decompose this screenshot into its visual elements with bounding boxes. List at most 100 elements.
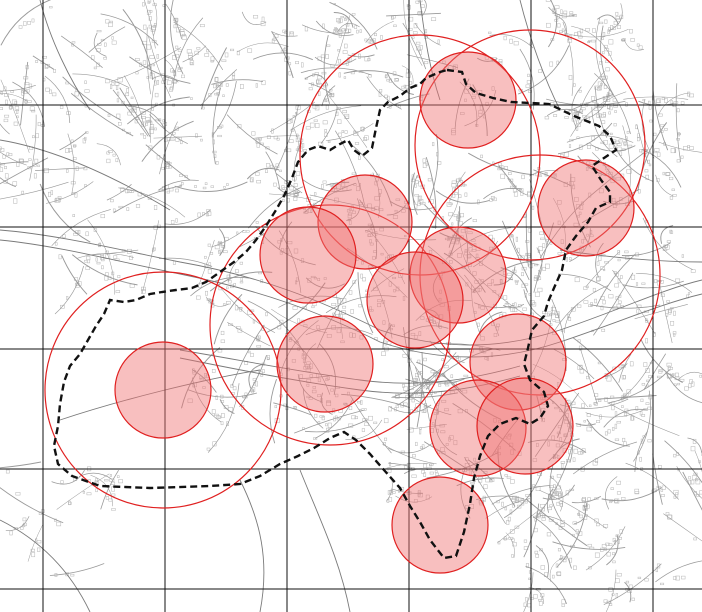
building [696,493,700,497]
building [116,475,120,478]
building [358,53,361,59]
building [608,171,613,177]
building [226,301,231,305]
building [514,279,519,283]
building [170,68,174,73]
building [146,120,150,123]
street-segment [0,157,49,185]
building [480,306,485,310]
building [471,239,476,242]
building [8,153,13,157]
building [395,404,399,408]
building [673,453,677,458]
street-segment [343,70,404,78]
building [440,430,446,434]
street-segment [548,6,576,17]
building [205,290,208,296]
building [194,185,197,188]
building [430,199,434,204]
building [485,101,489,106]
building [525,240,530,243]
building [684,386,689,391]
street-segment [0,487,64,524]
street-segment [625,462,679,500]
building [451,182,457,188]
street-segment [497,448,516,507]
street-segment [152,0,158,36]
building [146,76,150,79]
building [301,62,304,68]
building [492,237,495,242]
building [348,212,353,216]
building [631,597,635,601]
building [616,421,621,424]
building [568,144,572,148]
major-road [419,0,441,101]
street-segment [325,295,397,314]
building [388,281,392,287]
building [597,399,602,402]
street-segment [0,177,16,188]
major-road [299,469,351,612]
building [31,552,36,558]
building [493,418,497,423]
building [368,415,373,421]
street-segment [56,473,110,510]
building [78,229,81,234]
building [219,242,223,245]
building [600,113,606,118]
building [383,418,389,424]
building [247,48,253,53]
street-segment [345,419,383,440]
building [62,234,66,238]
street-segment [325,123,374,141]
street-segment [211,79,263,85]
large-service-area-ring [414,29,646,261]
street-segment [129,56,191,84]
building [675,278,681,283]
building [303,366,309,370]
building [166,190,170,194]
building [603,524,609,528]
building [27,166,32,170]
building [641,383,646,386]
building [104,42,107,47]
building [226,183,229,186]
building [96,30,102,33]
building [290,31,294,35]
building [669,196,674,200]
street-segment [67,133,75,195]
building [544,116,550,120]
building [559,30,563,33]
building [573,448,578,454]
building [393,289,396,293]
building [664,128,668,131]
building [464,228,468,232]
building [173,24,177,29]
street-segment [365,21,394,43]
building [401,209,406,213]
building [508,172,512,175]
building [245,230,250,233]
street-segment [318,343,337,395]
street-segment [273,402,313,416]
building [681,254,684,258]
building [273,182,277,187]
street-segment [255,226,316,266]
street-segment [0,181,69,200]
building [349,332,353,338]
building [411,398,415,403]
building [513,191,519,197]
building [314,192,317,196]
building [557,548,561,552]
building [202,106,205,110]
building [604,19,608,24]
street-segment [640,338,683,383]
building [384,75,388,78]
street-segment [678,371,702,380]
building [400,450,406,454]
building [84,259,88,263]
street-segment [314,56,357,66]
building [509,38,513,44]
